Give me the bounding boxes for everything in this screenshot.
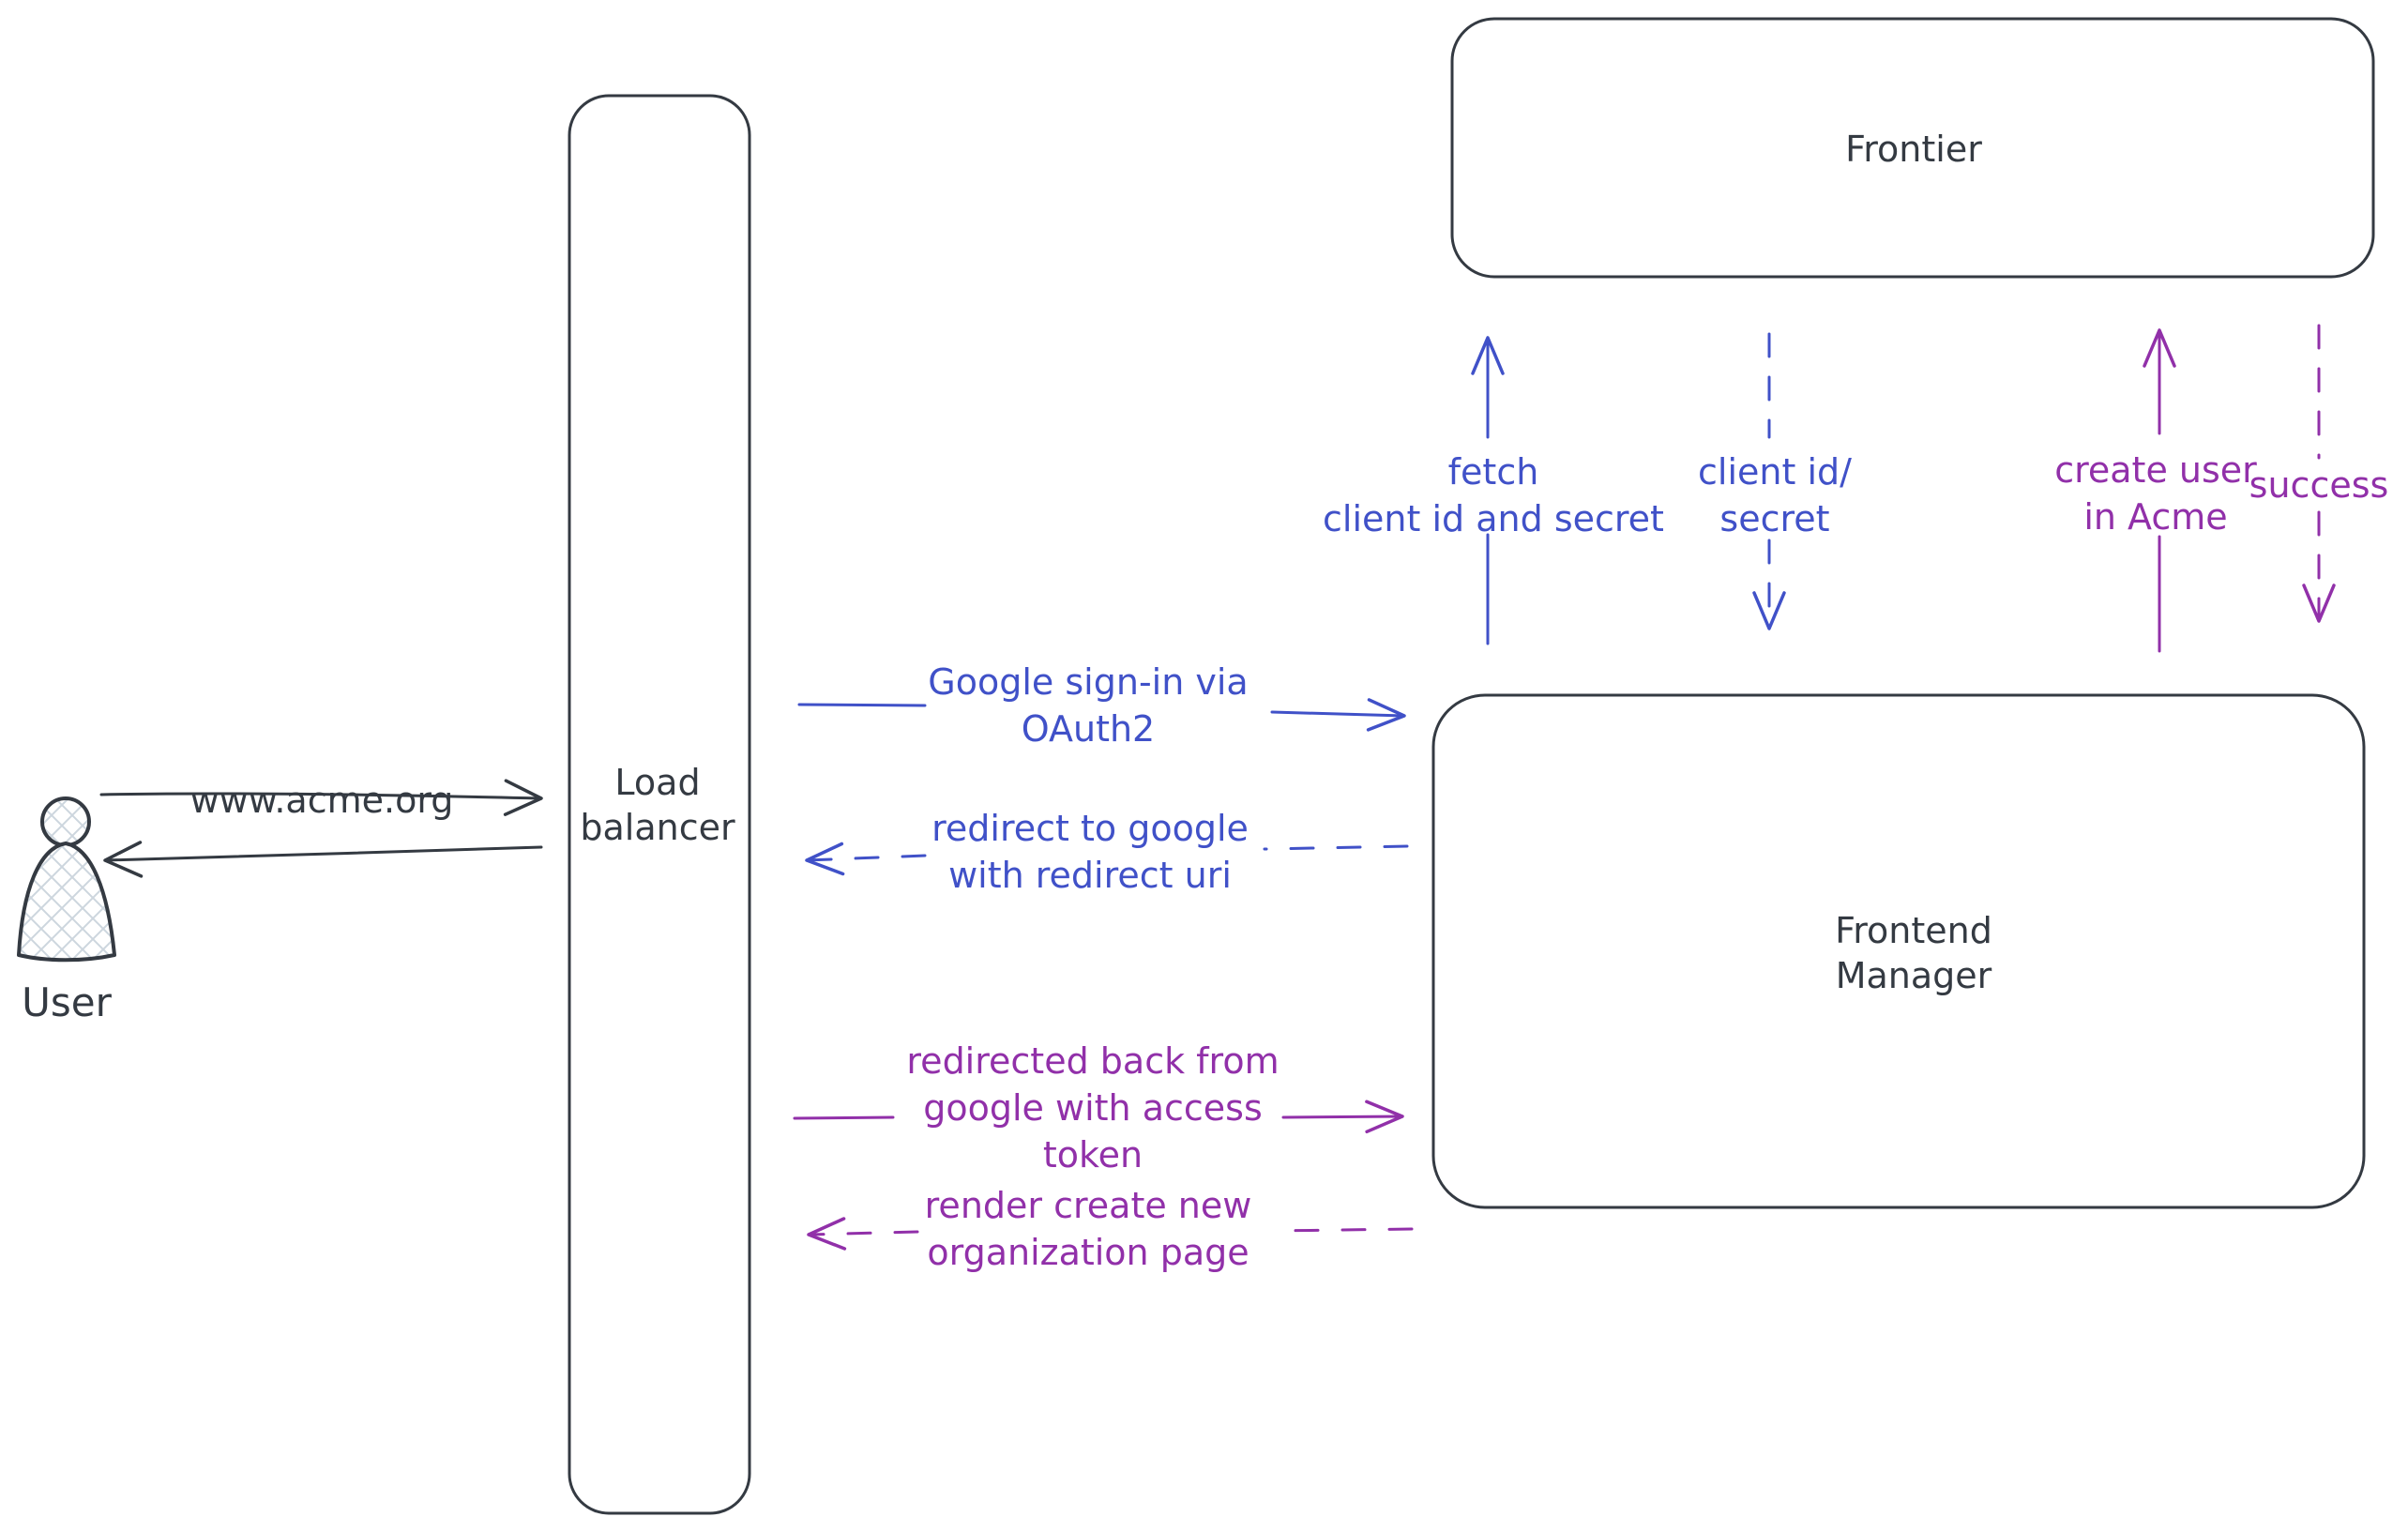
google-signin-label: Google sign-in via OAuth2	[928, 661, 1249, 750]
frontier-box	[1450, 17, 2375, 279]
redirected-back-label: redirected back from google with access …	[906, 1040, 1280, 1176]
client-id-secret-label: client id/ secret	[1698, 451, 1852, 539]
frontend-manager-box	[1431, 693, 2366, 1209]
fetch-client-id-label: fetch client id and secret	[1323, 451, 1664, 539]
arrow-www-acme	[99, 779, 543, 816]
frontier-label: Frontier	[1845, 129, 1982, 170]
arrow-redirected-back	[793, 1100, 1404, 1134]
success-label: success	[2249, 464, 2389, 506]
www-acme-label: www.acme.org	[189, 780, 454, 821]
arrow-render-org-page	[807, 1217, 1414, 1251]
user-label: User	[22, 979, 112, 1025]
render-org-page-label: render create new organization page	[924, 1185, 1252, 1273]
create-user-label: create user in Acme	[2054, 449, 2257, 538]
user-body-icon	[17, 842, 116, 963]
redirect-to-google-label: redirect to google with redirect uri	[931, 808, 1249, 896]
frontend-manager-label: Frontend Manager	[1835, 910, 1992, 996]
load-balancer-label: Load balancer	[580, 762, 735, 848]
arrow-google-signin	[797, 698, 1406, 732]
arrow-response-to-user	[103, 841, 543, 878]
load-balancer-box	[568, 94, 751, 1515]
arrow-redirect-to-google	[805, 842, 1409, 876]
user-head-icon	[40, 796, 91, 847]
user-figure	[17, 796, 116, 963]
